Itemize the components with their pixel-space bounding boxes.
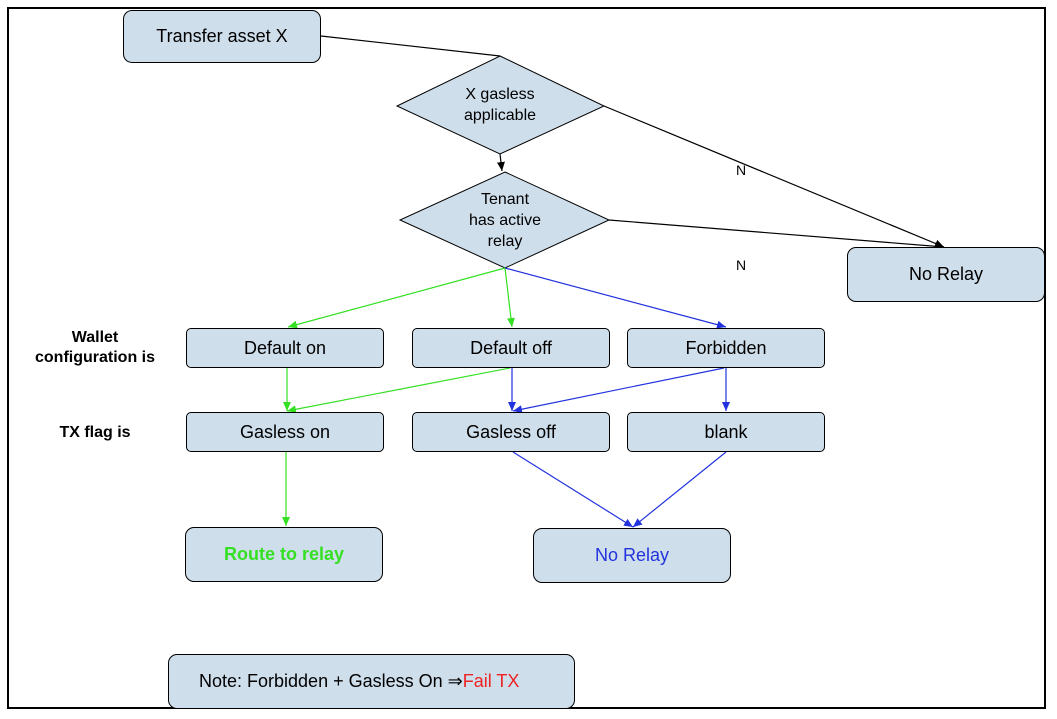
tx-flag-gasless-on-label: Gasless on <box>239 421 331 442</box>
wallet-config-default-on-label: Default on <box>243 337 327 358</box>
wallet-config-row-label: Wallet configuration is <box>20 328 170 368</box>
wallet-config-forbidden: Forbidden <box>627 328 825 368</box>
edge-label-no-1: N <box>736 162 747 178</box>
route-to-relay-label: Route to relay <box>223 544 345 564</box>
edge-relay-to-forbidden <box>504 267 727 329</box>
decision-relay-line2: has active <box>468 211 542 229</box>
note-box: Note: Forbidden + Gasless On ⇒ Fail TX <box>168 654 575 709</box>
tx-flag-gasless-on: Gasless on <box>186 412 384 452</box>
note-implies-symbol: ⇒ <box>447 671 463 691</box>
no-relay-bottom-node: No Relay <box>533 528 731 583</box>
decision-relay-line3: relay <box>487 232 523 250</box>
decision-gasless-line1: X gasless <box>465 86 535 103</box>
edge-label-no-2: N <box>736 257 747 273</box>
edge-gasless-no <box>603 105 945 248</box>
edge-gasless-off-to-no-relay <box>512 451 634 528</box>
tx-flag-blank: blank <box>627 412 825 452</box>
edge-start-to-gasless <box>320 35 501 57</box>
note-prefix: Note: Forbidden + Gasless On <box>199 671 448 691</box>
edge-relay-to-default-off <box>504 267 515 328</box>
wallet-config-forbidden-label: Forbidden <box>685 337 767 358</box>
start-node-label: Transfer asset X <box>156 26 288 46</box>
wallet-config-default-off: Default off <box>412 328 610 368</box>
edge-relay-no <box>608 219 945 251</box>
edge-blank-to-no-relay <box>632 451 727 528</box>
decision-gasless-line2: applicable <box>463 107 537 124</box>
wallet-config-default-on: Default on <box>186 328 384 368</box>
decision-gasless-text: X gasless applicable <box>430 82 570 128</box>
wallet-config-row-label-line2: configuration is <box>35 349 155 366</box>
route-to-relay-node: Route to relay <box>185 527 383 582</box>
no-relay-top-label: No Relay <box>908 264 984 284</box>
wallet-config-default-off-label: Default off <box>470 337 552 358</box>
no-relay-top-node: No Relay <box>847 247 1045 302</box>
tx-flag-gasless-off-label: Gasless off <box>466 421 556 442</box>
wallet-config-row-label-line1: Wallet <box>71 329 119 346</box>
tx-flag-row-label: TX flag is <box>59 424 131 441</box>
edge-relay-to-default-on <box>287 267 506 329</box>
no-relay-bottom-label: No Relay <box>594 545 670 565</box>
start-node: Transfer asset X <box>123 10 321 63</box>
tx-flag-gasless-off: Gasless off <box>412 412 610 452</box>
edge-forbidden-to-gasless-off <box>512 367 725 414</box>
edge-default-off-to-gasless-on <box>286 367 511 414</box>
tx-flag-blank-label: blank <box>704 421 748 442</box>
note-fail-text: Fail TX <box>462 671 520 691</box>
edge-gasless-to-relay <box>496 153 505 172</box>
decision-relay-text: Tenant has active relay <box>435 188 575 252</box>
decision-relay-line1: Tenant <box>480 190 530 208</box>
